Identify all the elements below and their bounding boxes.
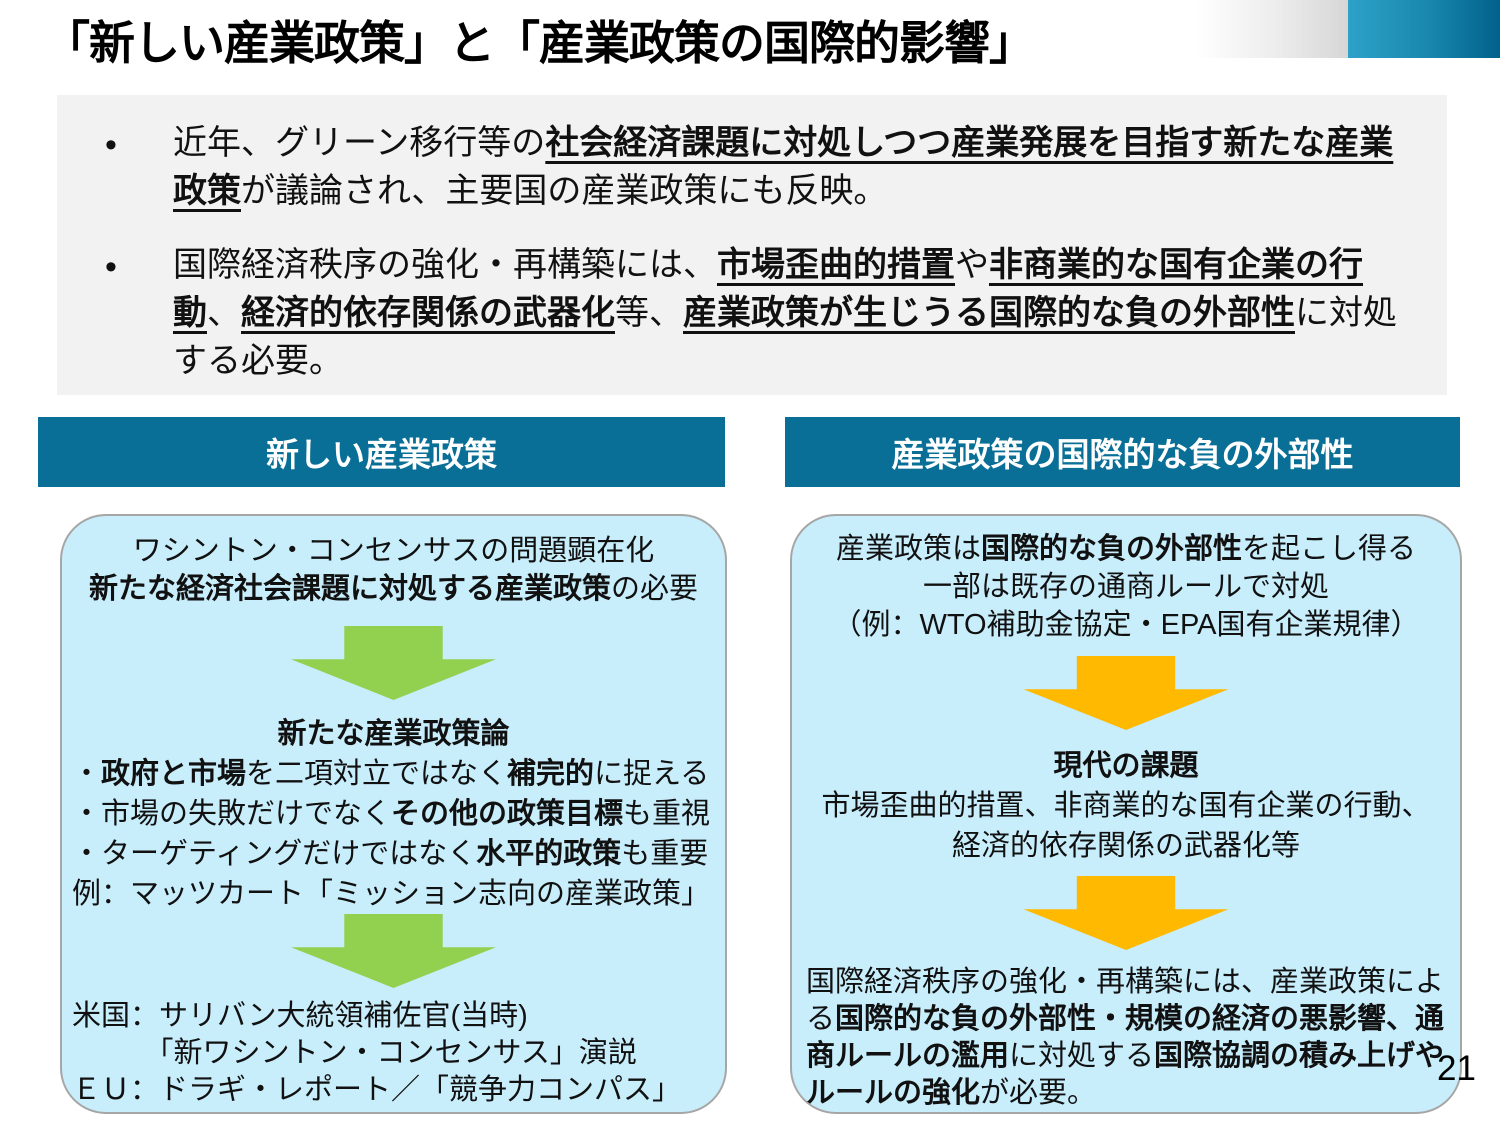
right-panel-mid-line-1: 市場歪曲的措置、非商業的な国有企業の行動、 — [821, 790, 1431, 822]
right-panel-mid-line-2: 経済的依存関係の武器化等 — [951, 830, 1300, 862]
bullet-dot-icon: • — [105, 126, 117, 164]
right-panel-top-line-3: （例：WTO補助金協定・EPA国有企業規律） — [832, 609, 1420, 641]
right-panel-top-line-2: 一部は既存の通商ルールで対処 — [922, 571, 1329, 603]
left-panel-bottom-line-3: ＥＵ：ドラギ・レポート／「競争力コンパス」 — [72, 1074, 682, 1106]
left-panel-top-line-2: 新たな経済社会課題に対処する産業政策の必要 — [88, 573, 699, 605]
right-panel-header: 産業政策の国際的な負の外部性 — [785, 417, 1460, 487]
left-panel-bottom-line-2: 「新ワシントン・コンセンサス」演説 — [72, 1037, 637, 1069]
down-arrow-icon — [1023, 876, 1229, 950]
left-panel-top-line-1: ワシントン・コンセンサスの問題顕在化 — [132, 535, 655, 567]
left-panel: ワシントン・コンセンサスの問題顕在化 新たな経済社会課題に対処する産業政策の必要… — [60, 514, 727, 1114]
right-panel-bottom-paragraph: 国際経済秩序の強化・再構築には、産業政策による国際的な負の外部性・規模の経済の悪… — [806, 966, 1445, 1109]
summary-bullet-1-text: 近年、グリーン移行等の社会経済課題に対処しつつ産業発展を目指す新たな産業政策が議… — [173, 124, 1394, 210]
summary-bullet-2-text: 国際経済秩序の強化・再構築には、市場歪曲的措置や非商業的な国有企業の行動、経済的… — [173, 246, 1397, 380]
left-panel-mid-line-3: ・ターゲティングだけではなく水平的政策も重要 — [72, 838, 709, 870]
left-panel-mid-line-4: 例：マッツカート「ミッション志向の産業政策」 — [72, 878, 711, 910]
corner-decoration-blue-gradient — [1348, 0, 1500, 58]
corner-decoration-gray-gradient — [1196, 0, 1348, 58]
right-panel-top-line-1: 産業政策は国際的な負の外部性を起こし得る — [835, 533, 1417, 565]
down-arrow-icon — [1023, 656, 1229, 730]
left-panel-header: 新しい産業政策 — [38, 417, 725, 487]
summary-box: • 近年、グリーン移行等の社会経済課題に対処しつつ産業発展を目指す新たな産業政策… — [57, 95, 1447, 395]
right-panel: 産業政策は国際的な負の外部性を起こし得る 一部は既存の通商ルールで対処 （例：W… — [790, 514, 1462, 1114]
left-panel-mid-line-1: ・政府と市場を二項対立ではなく補完的に捉える — [72, 758, 710, 790]
left-panel-mid-heading: 新たな産業政策論 — [277, 718, 510, 750]
down-arrow-icon — [291, 626, 496, 700]
summary-bullet-2: • 国際経済秩序の強化・再構築には、市場歪曲的措置や非商業的な国有企業の行動、経… — [99, 241, 1405, 385]
page-number: 21 — [1437, 1049, 1476, 1088]
left-panel-bottom-line-1: 米国：サリバン大統領補佐官(当時) — [72, 1000, 528, 1032]
slide-title: 「新しい産業政策」と「産業政策の国際的影響」 — [44, 17, 1035, 69]
bullet-dot-icon: • — [105, 248, 117, 286]
corner-decoration — [1196, 0, 1500, 58]
right-panel-mid-heading: 現代の課題 — [1053, 750, 1199, 782]
left-panel-mid-line-2: ・市場の失敗だけでなくその他の政策目標も重視 — [72, 798, 711, 830]
summary-bullet-1: • 近年、グリーン移行等の社会経済課題に対処しつつ産業発展を目指す新たな産業政策… — [99, 119, 1405, 215]
down-arrow-icon — [291, 914, 496, 988]
